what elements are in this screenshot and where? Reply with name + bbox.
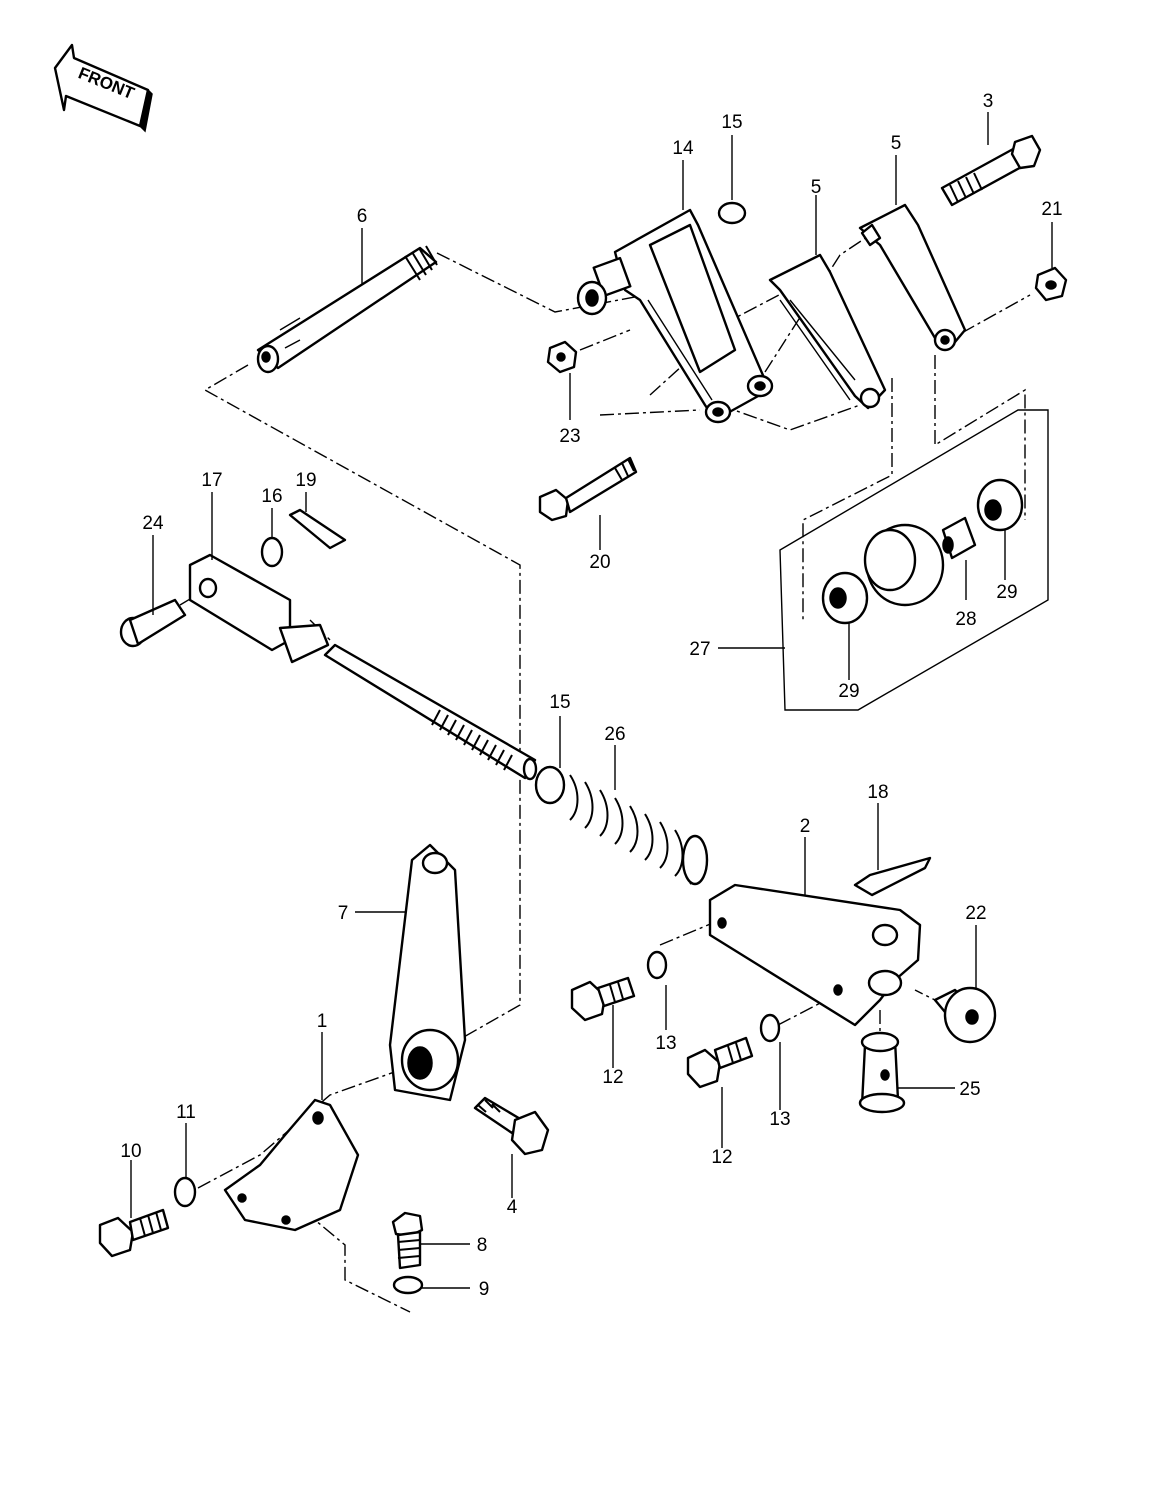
callout-19: 19 (295, 470, 316, 491)
bearing-group-bracket (779, 409, 1049, 711)
callout-13-lower: 13 (769, 1109, 790, 1130)
washer-13-upper (646, 950, 668, 980)
nut-21 (1034, 266, 1068, 302)
callout-1: 1 (317, 1011, 328, 1032)
lever (388, 843, 467, 1102)
callout-16: 16 (261, 486, 282, 507)
callout-labels: 3 15 14 5 5 21 6 23 17 16 19 24 20 29 28… (120, 91, 1062, 1300)
callout-7: 7 (338, 903, 349, 924)
bearing-29-left (821, 571, 869, 625)
pin-24 (119, 598, 187, 648)
callout-14: 14 (672, 138, 694, 159)
callout-21: 21 (1041, 199, 1062, 220)
bolt-12-lower (686, 1036, 754, 1089)
callout-leaders (130, 112, 1053, 1289)
bolt-top (940, 134, 1042, 207)
callout-28: 28 (955, 609, 976, 630)
clevis (188, 553, 330, 664)
cap-22 (933, 986, 997, 1044)
callout-13-upper: 13 (655, 1033, 676, 1054)
callout-23: 23 (559, 426, 580, 447)
bolt-12-upper (570, 976, 636, 1022)
callout-4: 4 (507, 1197, 518, 1218)
callout-27: 27 (689, 639, 710, 660)
callout-22: 22 (965, 903, 986, 924)
spring (569, 774, 709, 886)
bolt-10 (98, 1208, 170, 1258)
callout-12-upper: 12 (602, 1067, 623, 1088)
washer-13-lower (759, 1013, 781, 1043)
washer-top (717, 201, 747, 225)
washer-9 (392, 1275, 424, 1295)
collar-28 (941, 516, 977, 560)
callout-20: 20 (589, 552, 610, 573)
callout-5-right: 5 (891, 133, 902, 154)
washer-11 (173, 1176, 197, 1208)
arm-assembly (576, 208, 774, 424)
bearing-29-right (976, 478, 1024, 532)
callout-3: 3 (983, 91, 994, 112)
mounting-bracket (708, 883, 922, 1027)
callout-29-left: 29 (838, 681, 859, 702)
callout-29-right: 29 (996, 582, 1017, 603)
adjuster-rod (323, 643, 538, 781)
callout-9: 9 (479, 1279, 490, 1300)
callout-15-top: 15 (721, 112, 742, 133)
link-plate-left (768, 253, 887, 410)
cotter-pin-18 (853, 856, 932, 897)
callout-26: 26 (604, 724, 625, 745)
callout-6: 6 (357, 206, 368, 227)
callout-24: 24 (142, 513, 164, 534)
shaft (256, 245, 438, 374)
clip-19 (288, 508, 347, 550)
callout-18: 18 (867, 782, 888, 803)
callout-8: 8 (477, 1235, 488, 1256)
bearing-roller (863, 523, 945, 607)
callout-11: 11 (176, 1102, 196, 1123)
callout-2: 2 (800, 816, 811, 837)
callout-25: 25 (959, 1079, 980, 1100)
front-arrow-icon: FRONT (53, 43, 153, 133)
nut-23 (546, 340, 578, 374)
bolt-20 (538, 456, 638, 522)
callout-5-left: 5 (811, 177, 822, 198)
callout-17: 17 (201, 470, 222, 491)
callout-15-mid: 15 (549, 692, 570, 713)
callout-10: 10 (120, 1141, 141, 1162)
link-plate-right (858, 203, 967, 352)
bracket (223, 1098, 360, 1232)
washer-mid (534, 765, 566, 805)
bolt-4 (473, 1096, 550, 1156)
washer-16 (260, 536, 284, 568)
bolt-8 (391, 1211, 424, 1270)
clevis-pin-25 (858, 1031, 906, 1114)
callout-12-lower: 12 (711, 1147, 732, 1168)
